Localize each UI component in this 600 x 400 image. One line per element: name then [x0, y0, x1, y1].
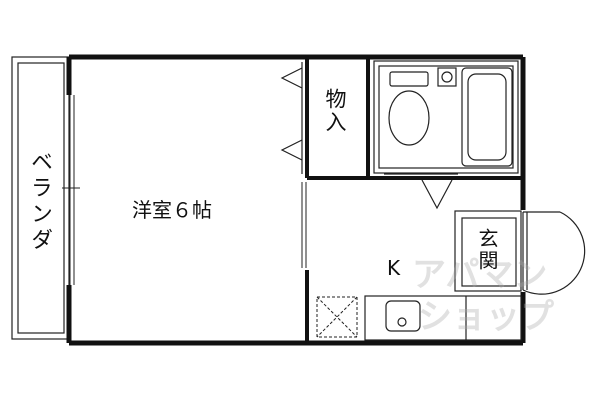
watermark-line2: ショップ — [418, 297, 554, 337]
veranda-label: ベランダ — [27, 150, 52, 254]
veranda-window — [62, 95, 80, 285]
kitchen-counter — [364, 295, 522, 341]
interior-walls — [305, 57, 523, 343]
room-sliding-door — [301, 182, 307, 268]
fridge-space — [316, 296, 358, 338]
bath-door — [384, 173, 458, 210]
storage-doors — [280, 62, 303, 174]
storage-label: 物入 — [323, 88, 347, 134]
outer-walls — [66, 54, 526, 346]
kitchen-label: K — [387, 256, 401, 280]
watermark-line1: アパマン — [412, 255, 548, 295]
unit-bath — [373, 60, 519, 174]
entrance-area — [454, 210, 522, 292]
entrance-label: 玄関 — [475, 228, 499, 272]
entry-door — [522, 211, 586, 295]
veranda-area — [11, 56, 70, 340]
western-room-label: 洋室６帖 — [132, 198, 212, 222]
